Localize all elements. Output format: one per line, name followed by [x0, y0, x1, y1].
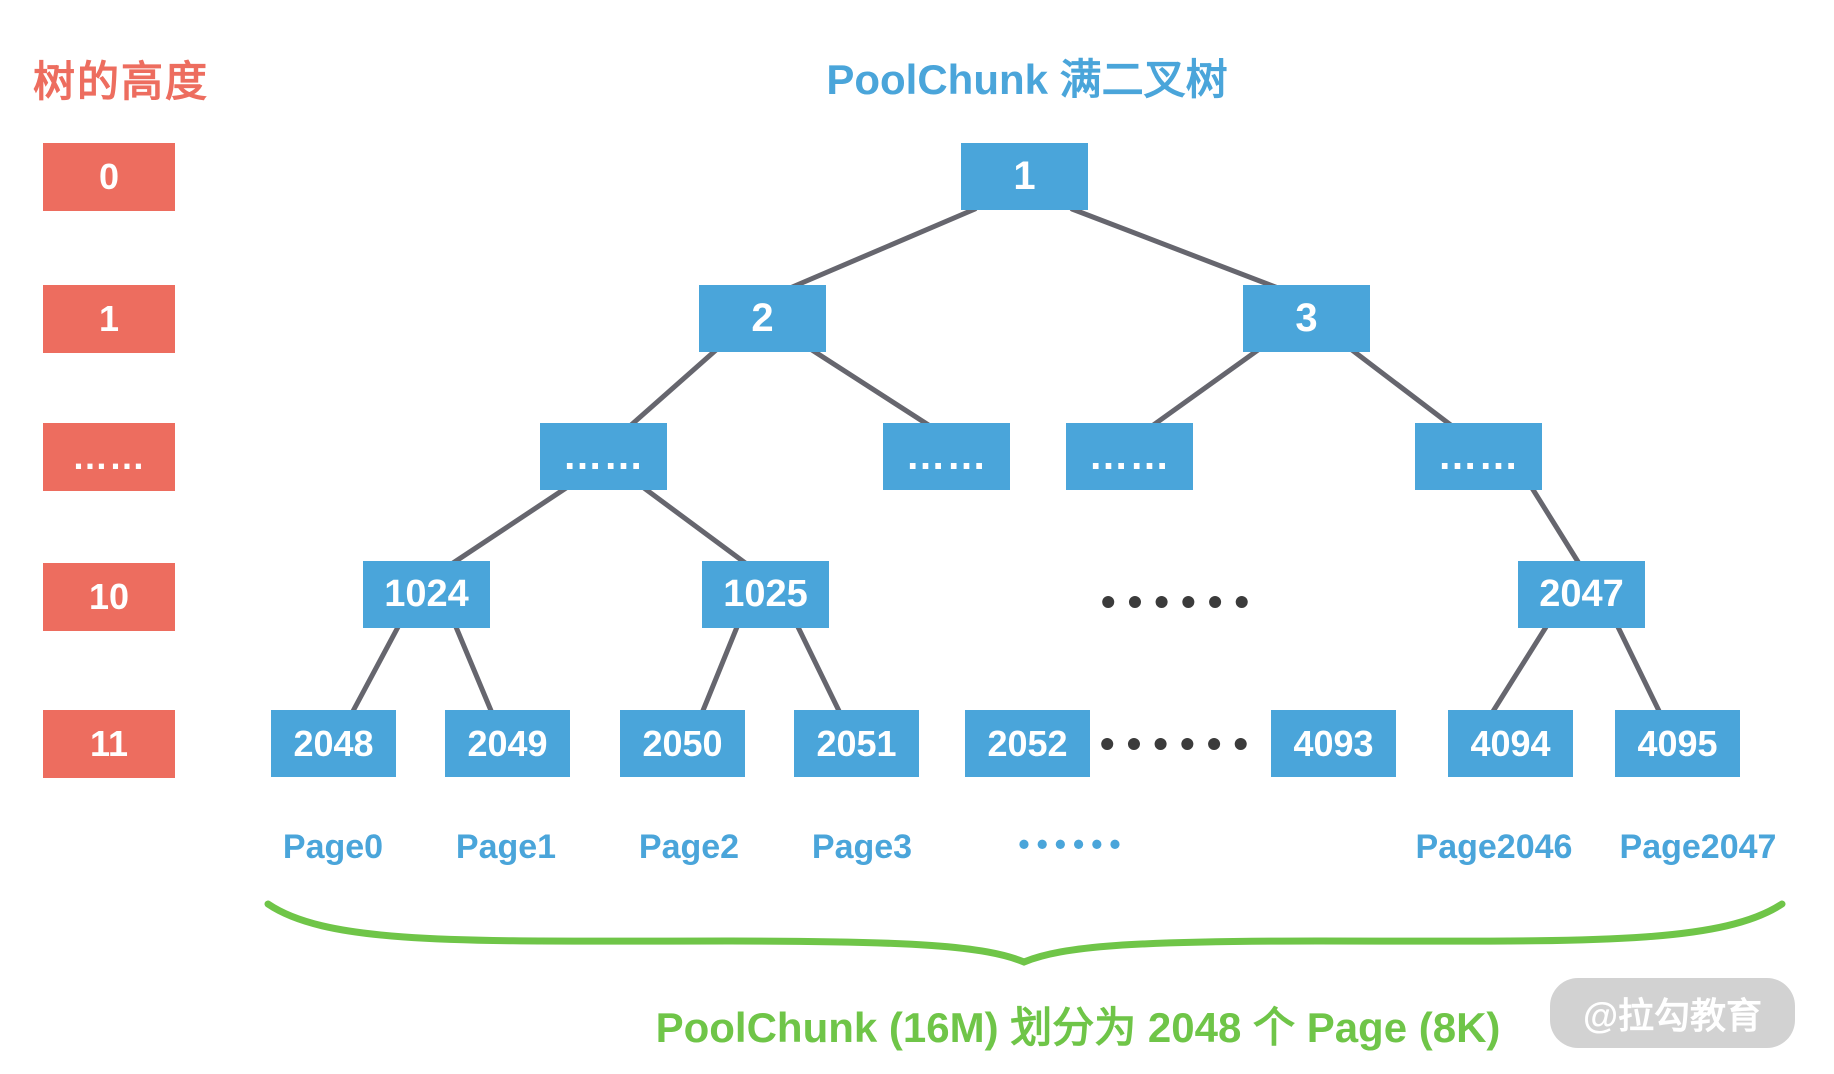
tree-node-2052: 2052 [965, 710, 1090, 777]
tree-node-2048: 2048 [271, 710, 396, 777]
height-label-11: 11 [43, 710, 175, 778]
watermark-badge: @拉勾教育 [1550, 978, 1795, 1048]
footer-caption: PoolChunk (16M) 划分为 2048 个 Page (8K) [655, 1004, 1501, 1051]
tree-node-2: 2 [699, 285, 826, 352]
diagram-title: PoolChunk 满二叉树 [826, 56, 1228, 103]
tree-node-1025: 1025 [702, 561, 829, 628]
ellipsis-node-d: …… [1415, 423, 1542, 490]
page-gap-dots: •••••• [1018, 826, 1128, 862]
tree-node-4095: 4095 [1615, 710, 1740, 777]
tree-node-4094: 4094 [1448, 710, 1573, 777]
tree-node-2050: 2050 [620, 710, 745, 777]
height-label-ellipsis: …… [43, 423, 175, 491]
page-label-1: Page1 [455, 828, 557, 866]
ellipsis-node-b: …… [883, 423, 1010, 490]
level11-gap-dots: •••••• [1099, 720, 1261, 767]
page-label-2047: Page2047 [1619, 828, 1777, 866]
tree-node-2047: 2047 [1518, 561, 1645, 628]
group-brace [264, 900, 1786, 966]
page-label-3: Page3 [811, 828, 913, 866]
ellipsis-node-a: …… [540, 423, 667, 490]
height-label-1: 1 [43, 285, 175, 353]
tree-node-2049: 2049 [445, 710, 570, 777]
tree-node-2051: 2051 [794, 710, 919, 777]
ellipsis-node-c: …… [1066, 423, 1193, 490]
tree-node-1024: 1024 [363, 561, 490, 628]
tree-node-1: 1 [961, 143, 1088, 210]
level10-gap-dots: •••••• [1100, 578, 1262, 625]
tree-height-title: 树的高度 [33, 58, 210, 105]
watermark-text: @拉勾教育 [1582, 995, 1763, 1036]
page-label-2046: Page2046 [1415, 828, 1573, 866]
height-label-10: 10 [43, 563, 175, 631]
tree-edges [349, 206, 1663, 716]
page-label-2: Page2 [638, 828, 740, 866]
tree-node-4093: 4093 [1271, 710, 1396, 777]
tree-node-3: 3 [1243, 285, 1370, 352]
height-label-0: 0 [43, 143, 175, 211]
page-label-0: Page0 [282, 828, 384, 866]
